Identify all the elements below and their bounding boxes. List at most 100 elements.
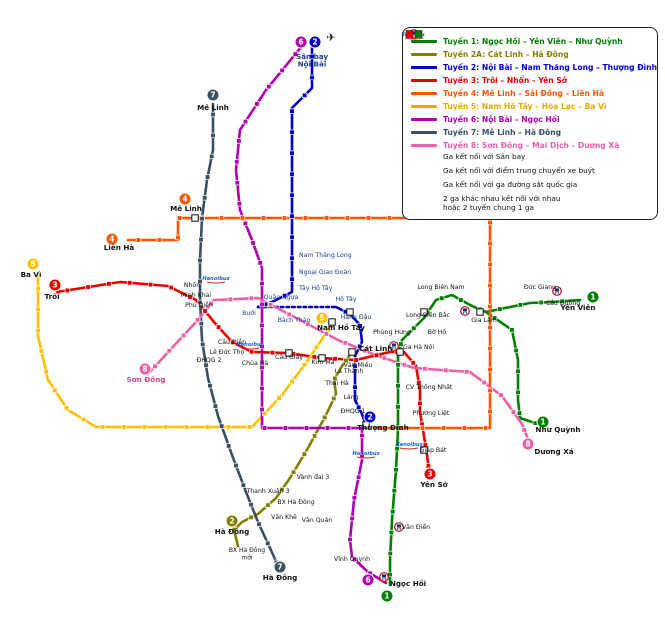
svg-text:2: 2	[312, 38, 317, 47]
legend-symbol-row-hanoibus: HanoibusGa kết nối với điểm trung chuyển…	[403, 32, 649, 180]
station-label: Kim Mã	[312, 359, 335, 366]
line-3-station-marker	[410, 360, 416, 366]
line-5-station-marker	[183, 424, 190, 430]
line-2-station-marker	[352, 384, 358, 390]
line-2-path	[256, 44, 314, 309]
line-8-station-marker	[342, 340, 348, 346]
line-6-station-marker	[236, 138, 242, 144]
legend-line-sample	[411, 40, 437, 43]
line-6-station-marker	[259, 301, 265, 308]
line-badge-1: 1	[380, 589, 394, 603]
line-2-station-marker	[301, 92, 308, 99]
line-4-station-marker	[487, 345, 493, 352]
line-badge-5: 5	[26, 257, 40, 271]
line-6-station-marker	[292, 51, 299, 57]
line-2A-station-marker	[332, 375, 338, 382]
line-7-station-marker	[203, 362, 209, 368]
legend-line-label: Tuyến 2A: Cát Linh – Hà Đông	[443, 49, 569, 59]
station-label: Hà Đông	[215, 527, 250, 536]
legend-line-label: Tuyến 2: Nội Bài – Nam Thăng Long – Thượ…	[443, 62, 657, 72]
line-3-station-marker	[64, 287, 71, 294]
hanoibus-icon: Hanoibus	[202, 276, 230, 284]
line-5-station-marker	[141, 424, 148, 430]
line-8-station-marker	[323, 331, 330, 337]
station-label: Mê Linh	[170, 204, 202, 213]
svg-text:5: 5	[319, 314, 324, 323]
station-label: Cầu Giấy	[275, 353, 303, 361]
line-6-station-marker	[266, 83, 272, 90]
station-label: Bưởi	[242, 309, 256, 317]
line-5-station-marker	[35, 306, 41, 313]
svg-text:Hanoibus: Hanoibus	[236, 342, 263, 348]
svg-text:4: 4	[109, 235, 114, 244]
legend-line-label: Tuyến 5: Nam Hồ Tây – Hòa Lạc – Ba Vì	[443, 101, 607, 111]
line-5-station-marker	[289, 378, 295, 385]
line-2-station-marker	[357, 323, 363, 329]
line-badge-6: 6	[361, 573, 375, 587]
line-4-path	[126, 216, 492, 430]
legend-line-row-7: Tuyến 7: Mê Linh – Hà Đông	[411, 126, 649, 139]
line-4-station-marker	[487, 408, 493, 415]
legend-symbol-label: Ga kết nối với ga đường sắt quốc gia	[443, 180, 578, 189]
line-badge-5: 5	[315, 311, 329, 325]
line-7-station-marker	[207, 383, 213, 389]
legend-line-row-8: Tuyến 8: Sơn Đồng – Mai Dịch – Dương Xá	[411, 139, 649, 152]
interchange-hub-marker	[420, 446, 428, 454]
legend-line-sample	[411, 131, 437, 134]
legend-lines: Tuyến 1: Ngọc Hồi – Yên Viên – Như Quỳnh…	[411, 35, 657, 152]
line-6-station-marker	[259, 406, 265, 413]
line-2A-station-marker	[301, 451, 307, 457]
line-1-station-marker	[497, 306, 503, 312]
line-2-station-marker	[289, 255, 295, 261]
line-7-station-marker	[210, 111, 216, 118]
station-label: Nam Hồ Tây	[317, 323, 365, 332]
railway-icon	[460, 306, 470, 316]
line-2A-station-marker	[231, 526, 238, 533]
line-3-station-marker	[215, 324, 222, 330]
svg-text:6: 6	[298, 38, 303, 47]
line-3-station-marker	[425, 463, 432, 469]
legend-line-row-2: Tuyến 2: Nội Bài – Nam Thăng Long – Thượ…	[411, 61, 657, 74]
line-5-station-marker	[313, 344, 320, 351]
line-4-station-marker	[482, 425, 489, 431]
svg-text:✈: ✈	[326, 31, 335, 44]
railway-icon	[389, 341, 399, 351]
line-badge-7: 7	[206, 88, 220, 102]
line-3-station-marker	[353, 357, 359, 363]
line-badge-3: 3	[48, 278, 62, 292]
line-3-station-marker	[311, 354, 317, 360]
line-4-station-marker	[218, 215, 225, 221]
legend-line-row-2A: Tuyến 2A: Cát Linh – Hà Đông	[411, 48, 649, 61]
svg-text:5: 5	[30, 260, 35, 269]
line-4-station-marker	[487, 324, 493, 331]
station-label: Thượng Đình	[357, 423, 409, 432]
line-7-station-marker	[218, 423, 225, 429]
line-8-station-marker	[422, 366, 428, 372]
line-badge-1: 1	[586, 290, 600, 304]
line-2-station-marker	[309, 74, 315, 81]
line-4-station-marker	[239, 215, 246, 221]
line-2-station-marker	[289, 129, 295, 135]
station-label: Vĩnh Quỳnh	[334, 555, 370, 563]
line-3-station-marker	[248, 349, 255, 355]
line-7-station-marker	[197, 299, 203, 306]
svg-text:2: 2	[367, 413, 372, 422]
interchange-hub-marker	[476, 308, 484, 316]
line-7-station-marker	[256, 521, 262, 527]
line-5-station-marker	[120, 424, 127, 430]
line-6-station-marker	[259, 280, 265, 287]
station-label: Ga Hà Nội	[403, 343, 434, 351]
hanoibus-icon: Hanoibus	[352, 451, 380, 459]
station-label: Nam Thăng Long	[299, 252, 352, 259]
line-5-station-marker	[301, 362, 308, 368]
line-badge-2: 2	[225, 514, 239, 528]
line-8-station-marker	[481, 379, 487, 386]
line-5-station-marker	[204, 424, 211, 430]
line-4-station-marker	[487, 282, 493, 289]
line-6-station-marker	[254, 101, 260, 107]
station-label: Hồ Tây	[336, 295, 357, 303]
